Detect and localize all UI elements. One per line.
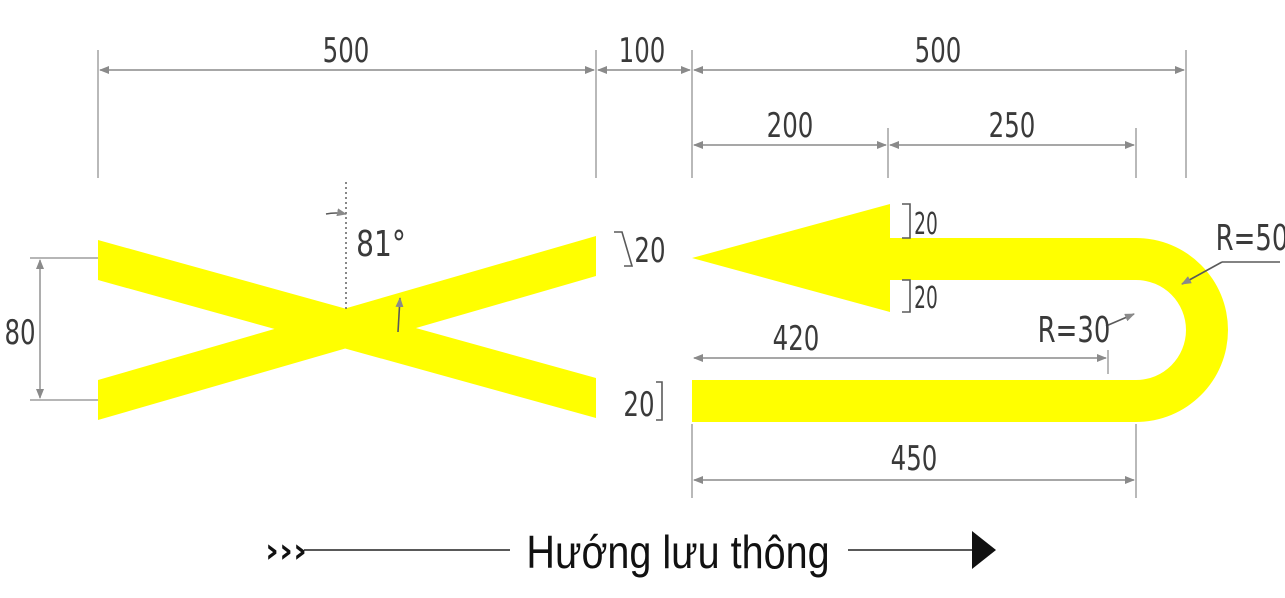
u-turn-arrow-body — [692, 238, 1228, 422]
direction-chevrons: ››› — [265, 531, 307, 571]
dim-inner-length: 420 — [773, 319, 820, 358]
dim-inner-radius: R=30 — [1038, 310, 1111, 351]
dim-arrow-head-length: 200 — [767, 106, 814, 145]
u-turn-arrow-head — [692, 204, 890, 312]
dim-gap: 100 — [619, 31, 666, 70]
dim-stripe-width-left: 20 — [634, 231, 665, 270]
dim-outer-length: 450 — [891, 439, 938, 478]
dim-outer-radius: R=50 — [1216, 218, 1285, 259]
dim-angle: 81° — [356, 223, 406, 265]
dim-top-right-width: 500 — [915, 31, 962, 70]
dim-head-offset-top: 20 — [914, 206, 938, 241]
dim-bottom-stripe-width: 20 — [623, 385, 654, 424]
direction-arrowhead-icon — [972, 531, 996, 569]
x-marking-stripe-up — [98, 236, 596, 420]
direction-label: Hướng lưu thông — [526, 527, 829, 578]
dim-top-left-width: 500 — [323, 31, 370, 70]
dim-head-offset-bottom: 20 — [914, 280, 938, 315]
dim-arrow-body-length: 250 — [989, 106, 1036, 145]
dim-left-height: 80 — [4, 313, 35, 352]
